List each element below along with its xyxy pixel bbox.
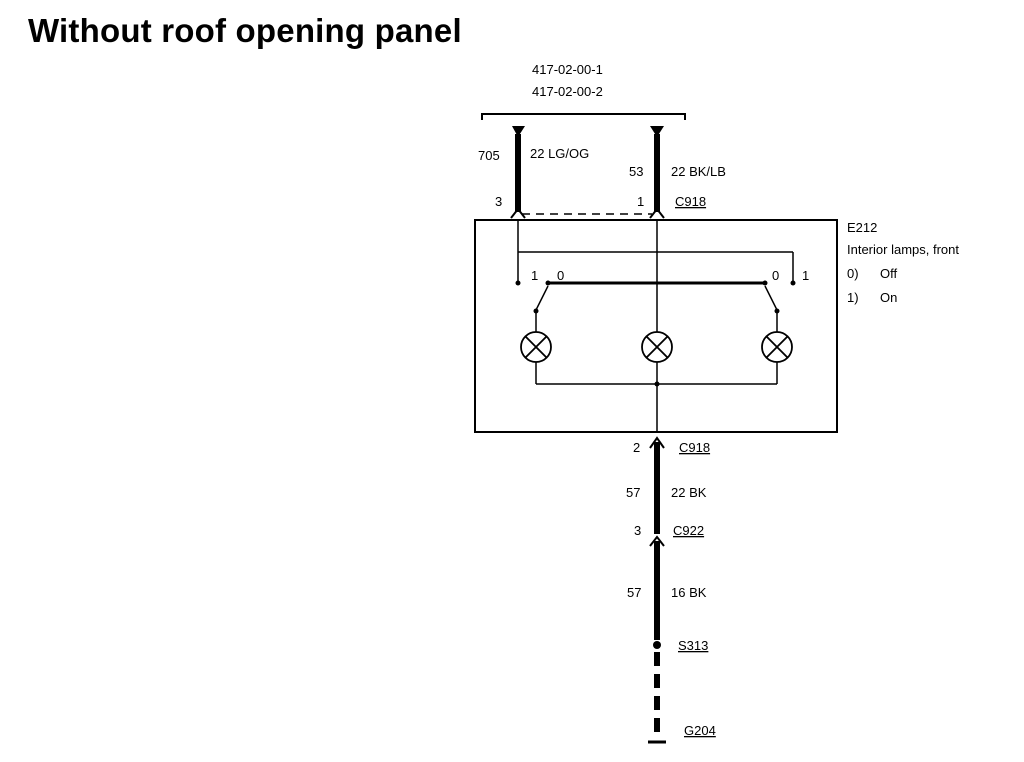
gauge-color-16bk-label: 16 BK — [671, 585, 707, 600]
component-e212-box — [474, 219, 838, 433]
switch-left-pos-0: 0 — [557, 268, 564, 283]
pin-3-label: 3 — [495, 194, 502, 209]
circuit-57-label-2: 57 — [627, 585, 641, 600]
circuit-705-label: 705 — [478, 148, 500, 163]
switch-left-pos-1: 1 — [531, 268, 538, 283]
splice-s313-icon — [653, 641, 661, 649]
connector-arrow-53 — [650, 126, 664, 137]
gauge-color-22bk-label: 22 BK — [671, 485, 707, 500]
connector-c922-pin3 — [649, 535, 665, 547]
splice-s313-label[interactable]: S313 — [678, 638, 708, 653]
lamp-center-icon — [641, 331, 673, 363]
connector-c918-pin3 — [510, 207, 526, 219]
reference-1[interactable]: 417-02-00-1 — [532, 62, 603, 77]
state-0-label: Off — [880, 266, 897, 281]
gauge-color-53-label: 22 BK/LB — [671, 164, 726, 179]
connector-arrow-705 — [512, 126, 525, 137]
state-0-key: 0) — [847, 266, 859, 281]
lamp-left-icon — [520, 331, 552, 363]
component-id[interactable]: E212 — [847, 220, 877, 235]
page-title: Without roof opening panel — [28, 12, 462, 49]
internal-circuit — [517, 220, 794, 432]
pin-2-label: 2 — [633, 440, 640, 455]
lamp-right-icon — [761, 331, 793, 363]
circuit-53-label: 53 — [629, 164, 643, 179]
connector-c918-pin2 — [649, 436, 665, 449]
connector-c922-label[interactable]: C922 — [673, 523, 704, 538]
switch-contacts — [515, 280, 796, 387]
connector-c918-top-label[interactable]: C918 — [675, 194, 706, 209]
reference-2[interactable]: 417-02-00-2 — [532, 84, 603, 99]
connector-c918-bottom-label[interactable]: C918 — [679, 440, 710, 455]
ground-g204-label[interactable]: G204 — [684, 723, 716, 738]
pin-1-label: 1 — [637, 194, 644, 209]
reference-bracket — [481, 113, 686, 120]
switch-right-pos-1: 1 — [802, 268, 809, 283]
switch-right-pos-0: 0 — [772, 268, 779, 283]
gauge-color-705-label: 22 LG/OG — [530, 146, 589, 161]
pin-3-c922-label: 3 — [634, 523, 641, 538]
component-name: Interior lamps, front — [847, 242, 959, 257]
circuit-57-label-1: 57 — [626, 485, 640, 500]
state-1-label: On — [880, 290, 897, 305]
state-1-key: 1) — [847, 290, 859, 305]
connector-c918-pin1 — [649, 207, 665, 219]
